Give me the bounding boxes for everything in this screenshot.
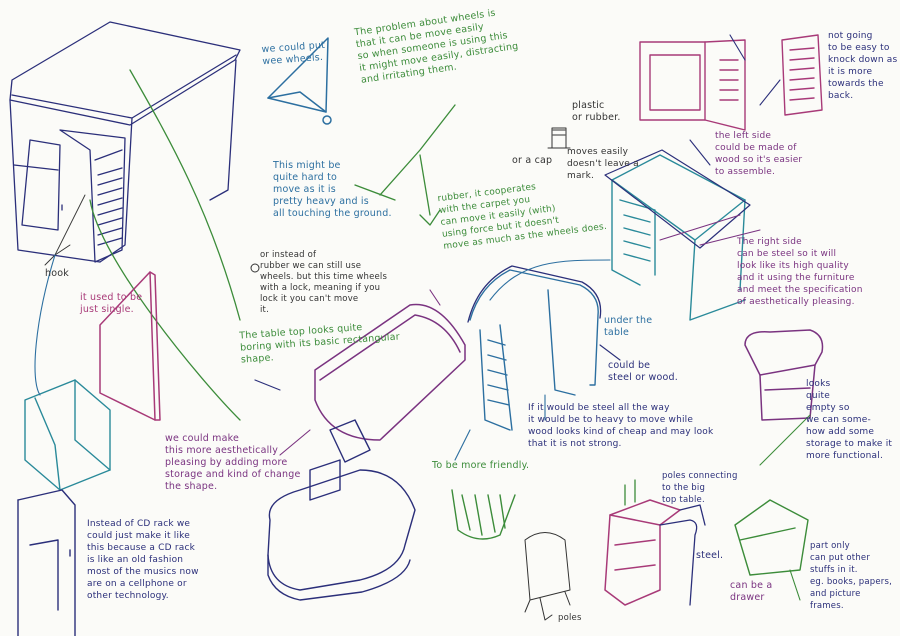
note-can-be-drawer: can be a drawer bbox=[730, 580, 772, 604]
note-not-easy-knock: not going to be easy to knock down as it… bbox=[828, 30, 897, 102]
note-more-friendly: To be more friendly. bbox=[432, 460, 529, 472]
green-arrows bbox=[90, 70, 455, 420]
note-hook: hook bbox=[45, 268, 69, 280]
note-looks-empty: looks quite empty so we can some- how ad… bbox=[806, 378, 892, 462]
note-used-single: it used to be just single. bbox=[80, 292, 142, 316]
note-part-only: part only can put other stuffs in it. eg… bbox=[810, 540, 892, 612]
cd-rack-cabinet-sketch bbox=[18, 490, 75, 636]
chair-pole-sketch bbox=[525, 533, 570, 621]
note-right-side-steel: The right side can be steel so it will l… bbox=[737, 236, 863, 308]
note-we-could-put-wheels: we could put wee wheels. bbox=[261, 40, 326, 68]
left-side-cabinet-sketch bbox=[640, 35, 822, 130]
note-steel-or-wood: could be steel or wood. bbox=[608, 360, 678, 384]
curved-desk-outline bbox=[468, 266, 601, 322]
note-or-a-cap: or a cap bbox=[512, 155, 552, 167]
note-steel-heavy: If it would be steel all the way it woul… bbox=[528, 402, 713, 450]
poles-sketch bbox=[625, 480, 635, 505]
note-under-table: under the table bbox=[604, 315, 652, 339]
note-steel: steel. bbox=[696, 550, 723, 562]
friendly-shape-sketch bbox=[452, 490, 515, 539]
note-instead-rubber: or instead of rubber we can still use wh… bbox=[260, 250, 387, 316]
note-poles-connecting: poles connecting to the big top table. bbox=[662, 470, 738, 506]
note-cd-rack: Instead of CD rack we could just make it… bbox=[87, 518, 199, 602]
note-poles: poles bbox=[558, 612, 582, 624]
side-shelf-sketch bbox=[735, 500, 808, 575]
side-table-sketch bbox=[605, 500, 680, 605]
note-hard-to-move: This might be quite hard to move as it i… bbox=[273, 160, 392, 220]
note-plastic-or-rubber: plastic or rubber. bbox=[572, 100, 621, 124]
note-aesthetically-storage: we could make this more aesthetically pl… bbox=[165, 433, 301, 493]
note-left-side-wood: the left side could be made of wood so i… bbox=[715, 130, 802, 178]
small-cabinet-sketch bbox=[25, 380, 110, 490]
desk-main-sketch bbox=[10, 22, 240, 262]
